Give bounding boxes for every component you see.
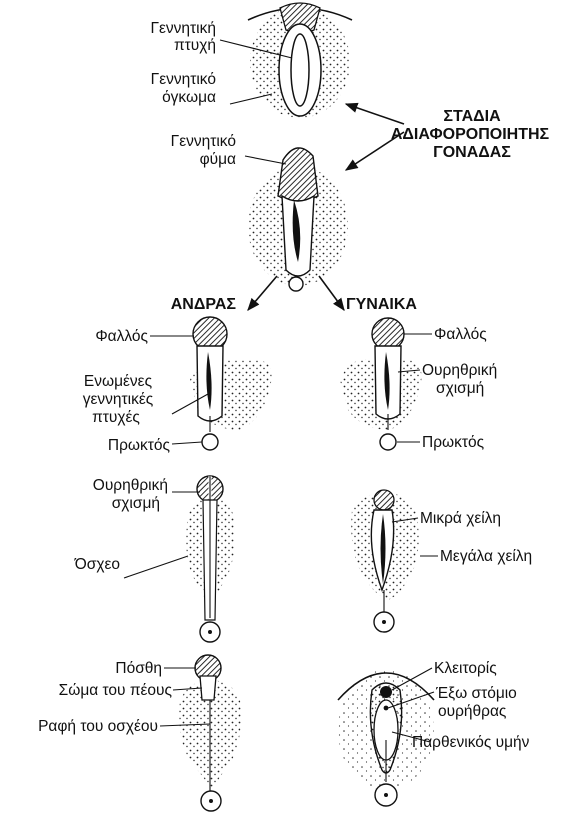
label-female-urethral-groove-2: σχισμή bbox=[436, 380, 484, 397]
label-genital-fold-2: πτυχή bbox=[174, 37, 216, 54]
male-stage-3 bbox=[179, 655, 241, 811]
arrow-to-female bbox=[319, 276, 344, 310]
female-phallus-shape bbox=[372, 318, 404, 350]
stages-title-2: ΑΔΙΑΦΟΡΟΠΟΙΗΤΗΣ bbox=[391, 126, 550, 143]
indifferent-stage-late bbox=[248, 148, 348, 291]
urethral-orifice-shape bbox=[384, 706, 389, 711]
female-heading: ΓΥΝΑΙΚΑ bbox=[346, 296, 417, 313]
female-stage-2 bbox=[351, 490, 418, 632]
label-female-anus: Πρωκτός bbox=[422, 434, 484, 451]
female-stage-1 bbox=[340, 318, 422, 450]
male-stage-1 bbox=[190, 317, 272, 450]
label-female-urethral-groove-1: Ουρηθρική bbox=[422, 362, 497, 379]
arrow-to-stage-1 bbox=[346, 104, 404, 124]
label-scrotum: Όσχεο bbox=[74, 556, 120, 573]
label-penis-body: Σώμα του πέους bbox=[59, 682, 172, 699]
stages-title-3: ΓΟΝΑΔΑΣ bbox=[433, 144, 511, 161]
label-clitoris: Κλειτορίς bbox=[434, 660, 497, 677]
label-male-phallus: Φαλλός bbox=[95, 328, 148, 345]
label-urethral-orifice-1: Έξω στόμιο bbox=[435, 685, 517, 702]
male-anus-1 bbox=[202, 434, 218, 450]
label-scrotal-raphe: Ραφή του οσχέου bbox=[38, 718, 158, 735]
label-prepuce: Πόσθη bbox=[115, 660, 162, 677]
female-anus-1 bbox=[380, 434, 396, 450]
clitoris-shape bbox=[380, 686, 392, 698]
label-genital-tubercle-1: Γεννητικό bbox=[171, 133, 236, 150]
label-fused-folds-1: Ενωμένες bbox=[84, 373, 152, 390]
label-urethral-orifice-2: ουρήθρας bbox=[438, 703, 506, 720]
male-stage-2 bbox=[186, 476, 235, 642]
anus-circle bbox=[289, 277, 303, 291]
label-genital-tubercle-2: φύμα bbox=[200, 151, 236, 168]
label-male-urethral-groove-1: Ουρηθρική bbox=[93, 477, 168, 494]
label-male-urethral-groove-2: σχισμή bbox=[112, 495, 160, 512]
label-fused-folds-2: γεννητικές bbox=[83, 391, 153, 408]
label-genital-swelling-2: όγκωμα bbox=[162, 89, 216, 106]
label-genital-fold-1: Γεννητική bbox=[150, 20, 216, 37]
label-hymen: Παρθενικός υμήν bbox=[412, 734, 530, 751]
label-female-phallus: Φαλλός bbox=[434, 326, 487, 343]
male-heading: ΑΝΔΡΑΣ bbox=[171, 296, 237, 313]
urogenital-groove bbox=[291, 34, 309, 106]
label-genital-swelling-1: Γεννητικό bbox=[151, 71, 216, 88]
labels: Γεννητική πτυχή Γεννητικό όγκωμα Γεννητι… bbox=[38, 20, 549, 751]
indifferent-stage-early bbox=[248, 3, 352, 118]
genital-tubercle-shape-2 bbox=[278, 148, 318, 201]
label-male-anus: Πρωκτός bbox=[108, 437, 170, 454]
label-labia-minora: Μικρά χείλη bbox=[420, 510, 501, 527]
male-penis-body-shape bbox=[200, 676, 216, 700]
label-labia-majora: Μεγάλα χείλη bbox=[440, 548, 532, 565]
label-fused-folds-3: πτυχές bbox=[92, 409, 140, 426]
arrow-to-male bbox=[248, 276, 277, 310]
stages-title-1: ΣΤΑΔΙΑ bbox=[443, 108, 501, 125]
